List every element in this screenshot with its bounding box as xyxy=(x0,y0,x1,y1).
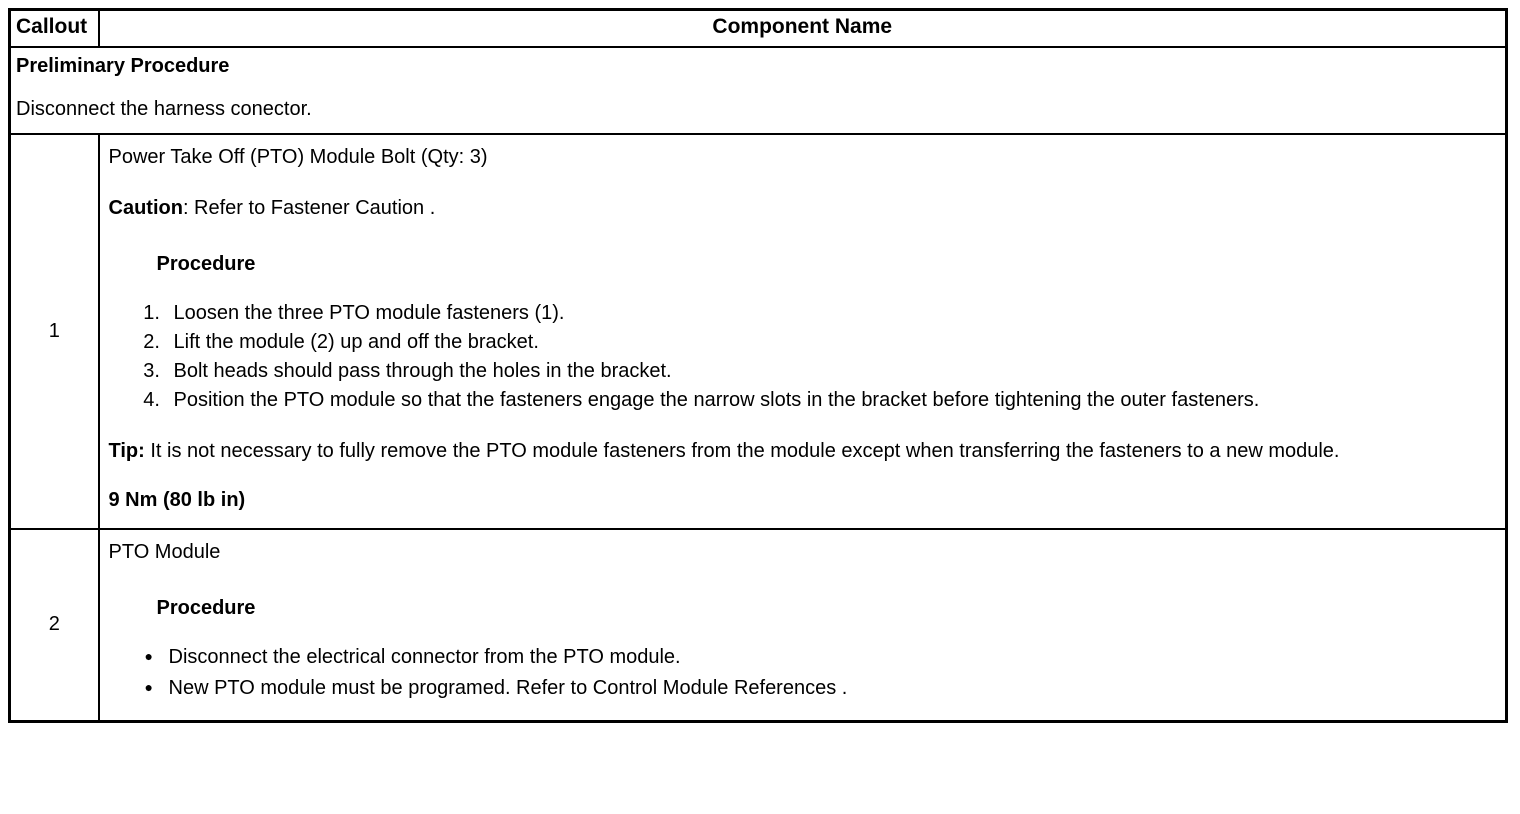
table-row: 2 PTO Module Procedure Disconnect the el… xyxy=(8,527,1508,723)
component-name-1: Power Take Off (PTO) Module Bolt (Qty: 3… xyxy=(108,146,488,169)
preliminary-procedure-row: Preliminary Procedure Disconnect the har… xyxy=(8,45,1508,136)
tip-note: Tip: It is not necessary to fully remove… xyxy=(109,438,1498,464)
component-cell-1: Power Take Off (PTO) Module Bolt (Qty: 3… xyxy=(97,133,1508,530)
tip-text: It is not necessary to fully remove the … xyxy=(144,439,1340,462)
caution-text: : Refer to Fastener Caution . xyxy=(182,196,436,219)
preliminary-procedure-cell: Preliminary Procedure Disconnect the har… xyxy=(8,45,1508,136)
procedure-heading-2: Procedure xyxy=(156,597,256,620)
procedure-bullet-list-2: Disconnect the electrical connector from… xyxy=(109,643,1498,702)
preliminary-procedure-text: Disconnect the harness conector. xyxy=(16,98,312,121)
callout-number-1: 1 xyxy=(8,133,100,530)
tip-label: Tip: xyxy=(108,439,145,462)
component-name-2: PTO Module xyxy=(108,540,221,563)
procedure-step-list-1: Loosen the three PTO module fasteners (1… xyxy=(109,300,1498,414)
list-item: Loosen the three PTO module fasteners (1… xyxy=(166,300,1498,327)
table-row: 1 Power Take Off (PTO) Module Bolt (Qty:… xyxy=(8,133,1508,530)
table-header-row: Callout Component Name xyxy=(8,8,1508,48)
list-item: Position the PTO module so that the fast… xyxy=(166,387,1498,414)
caution-note: Caution: Refer to Fastener Caution . xyxy=(109,196,1498,222)
list-item: Lift the module (2) up and off the brack… xyxy=(166,329,1498,356)
cell-bottom-spacer xyxy=(109,706,1498,712)
preliminary-procedure-title: Preliminary Procedure xyxy=(16,54,230,77)
callout-number-2: 2 xyxy=(8,527,100,723)
column-header-component-name: Component Name xyxy=(97,8,1508,48)
list-item: Disconnect the electrical connector from… xyxy=(145,643,1498,671)
torque-specification: 9 Nm (80 lb in) xyxy=(108,489,246,512)
service-procedure-table: Callout Component Name Preliminary Proce… xyxy=(8,8,1508,724)
list-item: New PTO module must be programed. Refer … xyxy=(145,674,1498,702)
list-item: Bolt heads should pass through the holes… xyxy=(166,358,1498,385)
component-cell-2: PTO Module Procedure Disconnect the elec… xyxy=(97,527,1508,723)
column-header-callout: Callout xyxy=(8,8,100,48)
caution-label: Caution xyxy=(108,196,183,219)
procedure-heading-1: Procedure xyxy=(156,253,256,276)
